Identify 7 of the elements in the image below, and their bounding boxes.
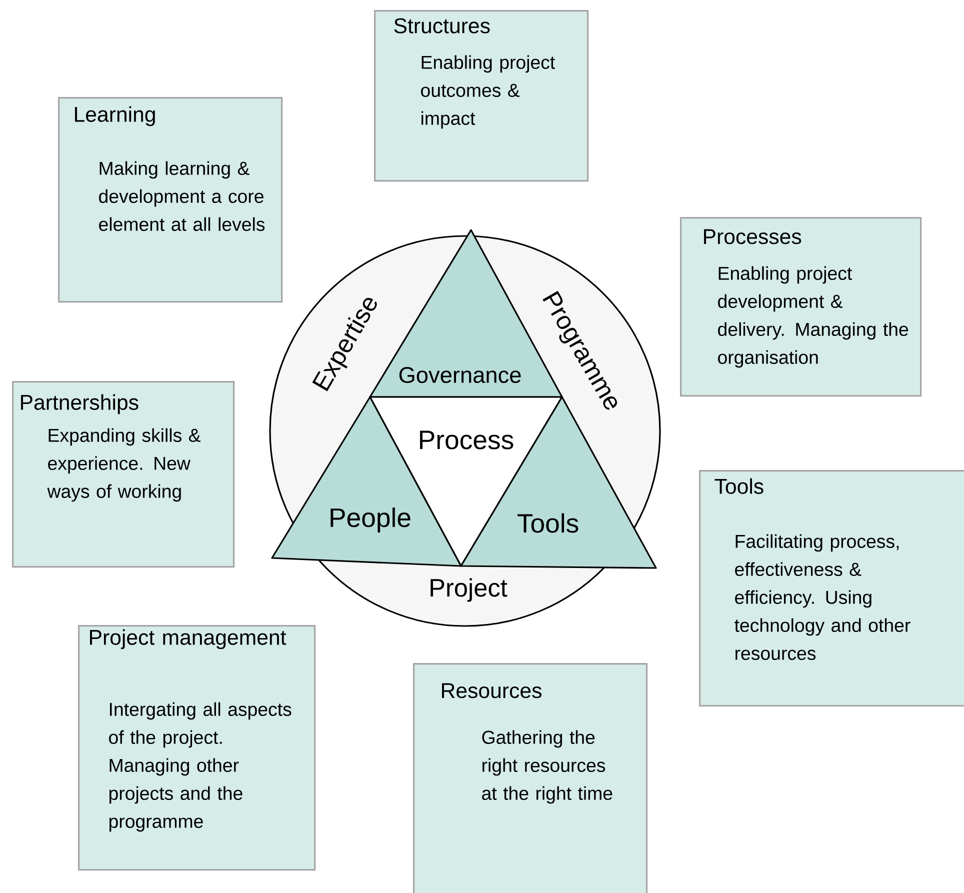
info-box: Learning Making learning & development a core element at all levels [58, 97, 283, 303]
info-box: Processes Enabling project development & delivery. Managing the organisation [680, 217, 922, 397]
info-box: Resources Gathering the right resources at the right time [413, 663, 648, 893]
info-box: Project management Intergating all aspects of the project. Managing other projects and the programme [78, 625, 316, 871]
info-box: Partnerships Expanding skills & experience. New ways of working [12, 381, 235, 568]
info-box: Tools Facilitating process, effectiveness & efficiency. Using technology and other resources [699, 470, 964, 707]
info-box: Structures Enabling project outcomes & impact [374, 10, 589, 182]
